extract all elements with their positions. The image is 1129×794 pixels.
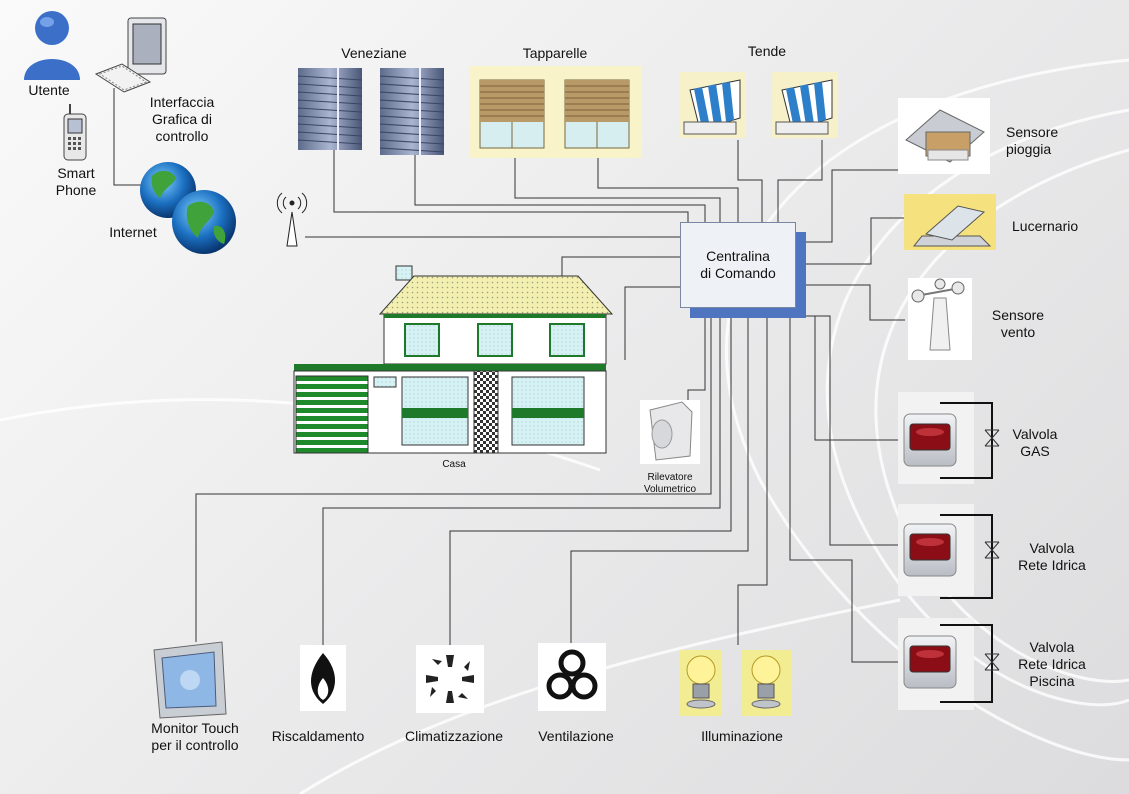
heating-label: Riscaldamento [271, 728, 365, 744]
ventilation-fan-icon [538, 643, 606, 711]
touch-monitor-label: Monitor Touch per il controllo [151, 720, 239, 753]
skylight-icon [904, 194, 996, 250]
motion-detector-label: Rilevatore Volumetrico [643, 472, 697, 495]
ventilation-label: Ventilazione [538, 728, 614, 744]
venetian-blinds-label: Veneziane [341, 45, 407, 61]
shutters-label: Tapparelle [522, 45, 588, 61]
heating-flame-icon [300, 645, 346, 711]
user-icon [24, 11, 80, 80]
user-label: Utente [28, 82, 70, 98]
lighting-bulb-icon-1 [680, 650, 722, 716]
touch-monitor-icon [153, 641, 227, 719]
internet-label: Internet [109, 224, 157, 240]
house-label: Casa [442, 459, 466, 470]
control-unit-label-line2: di Comando [700, 265, 776, 281]
venetian-blind-2 [379, 68, 445, 155]
wind-sensor-icon [908, 278, 972, 360]
valve-pool-label: Valvola Rete Idrica Piscina [1018, 639, 1086, 689]
skylight-label: Lucernario [1012, 218, 1079, 234]
house-icon [293, 265, 614, 454]
valve-gas-label: Valvola GAS [1012, 426, 1058, 459]
air-conditioning-icon [416, 645, 484, 713]
interface-label: Interfaccia Grafica di controllo [149, 94, 215, 144]
valve-gas-icon [898, 392, 1000, 484]
internet-globe-icon [140, 162, 236, 254]
lighting-bulb-icon-2 [742, 650, 792, 716]
smartphone-label: Smart Phone [55, 165, 97, 198]
venetian-blind-1 [297, 68, 363, 150]
control-unit-label-line1: Centralina [706, 248, 770, 264]
shutter-1 [470, 66, 556, 158]
valve-pool-icon [898, 618, 1000, 710]
connection-lines [113, 88, 905, 663]
motion-detector-icon [640, 400, 700, 464]
valve-water-icon [898, 504, 1000, 599]
rain-sensor-label: Sensore pioggia [1006, 124, 1059, 157]
computer-icon [94, 17, 167, 93]
awning-1 [680, 72, 746, 138]
awnings-label: Tende [747, 43, 787, 59]
wind-sensor-label: Sensore vento [991, 307, 1045, 340]
shutter-2 [556, 66, 642, 158]
antenna-icon [276, 192, 308, 247]
lighting-label: Illuminazione [701, 728, 783, 744]
rain-sensor-icon [898, 98, 990, 174]
awning-2 [772, 72, 838, 138]
valve-water-label: Valvola Rete Idrica [1018, 540, 1086, 573]
control-unit: Centralina di Comando [680, 222, 796, 308]
air-conditioning-label: Climatizzazione [404, 728, 504, 744]
smartphone-icon [63, 104, 87, 161]
